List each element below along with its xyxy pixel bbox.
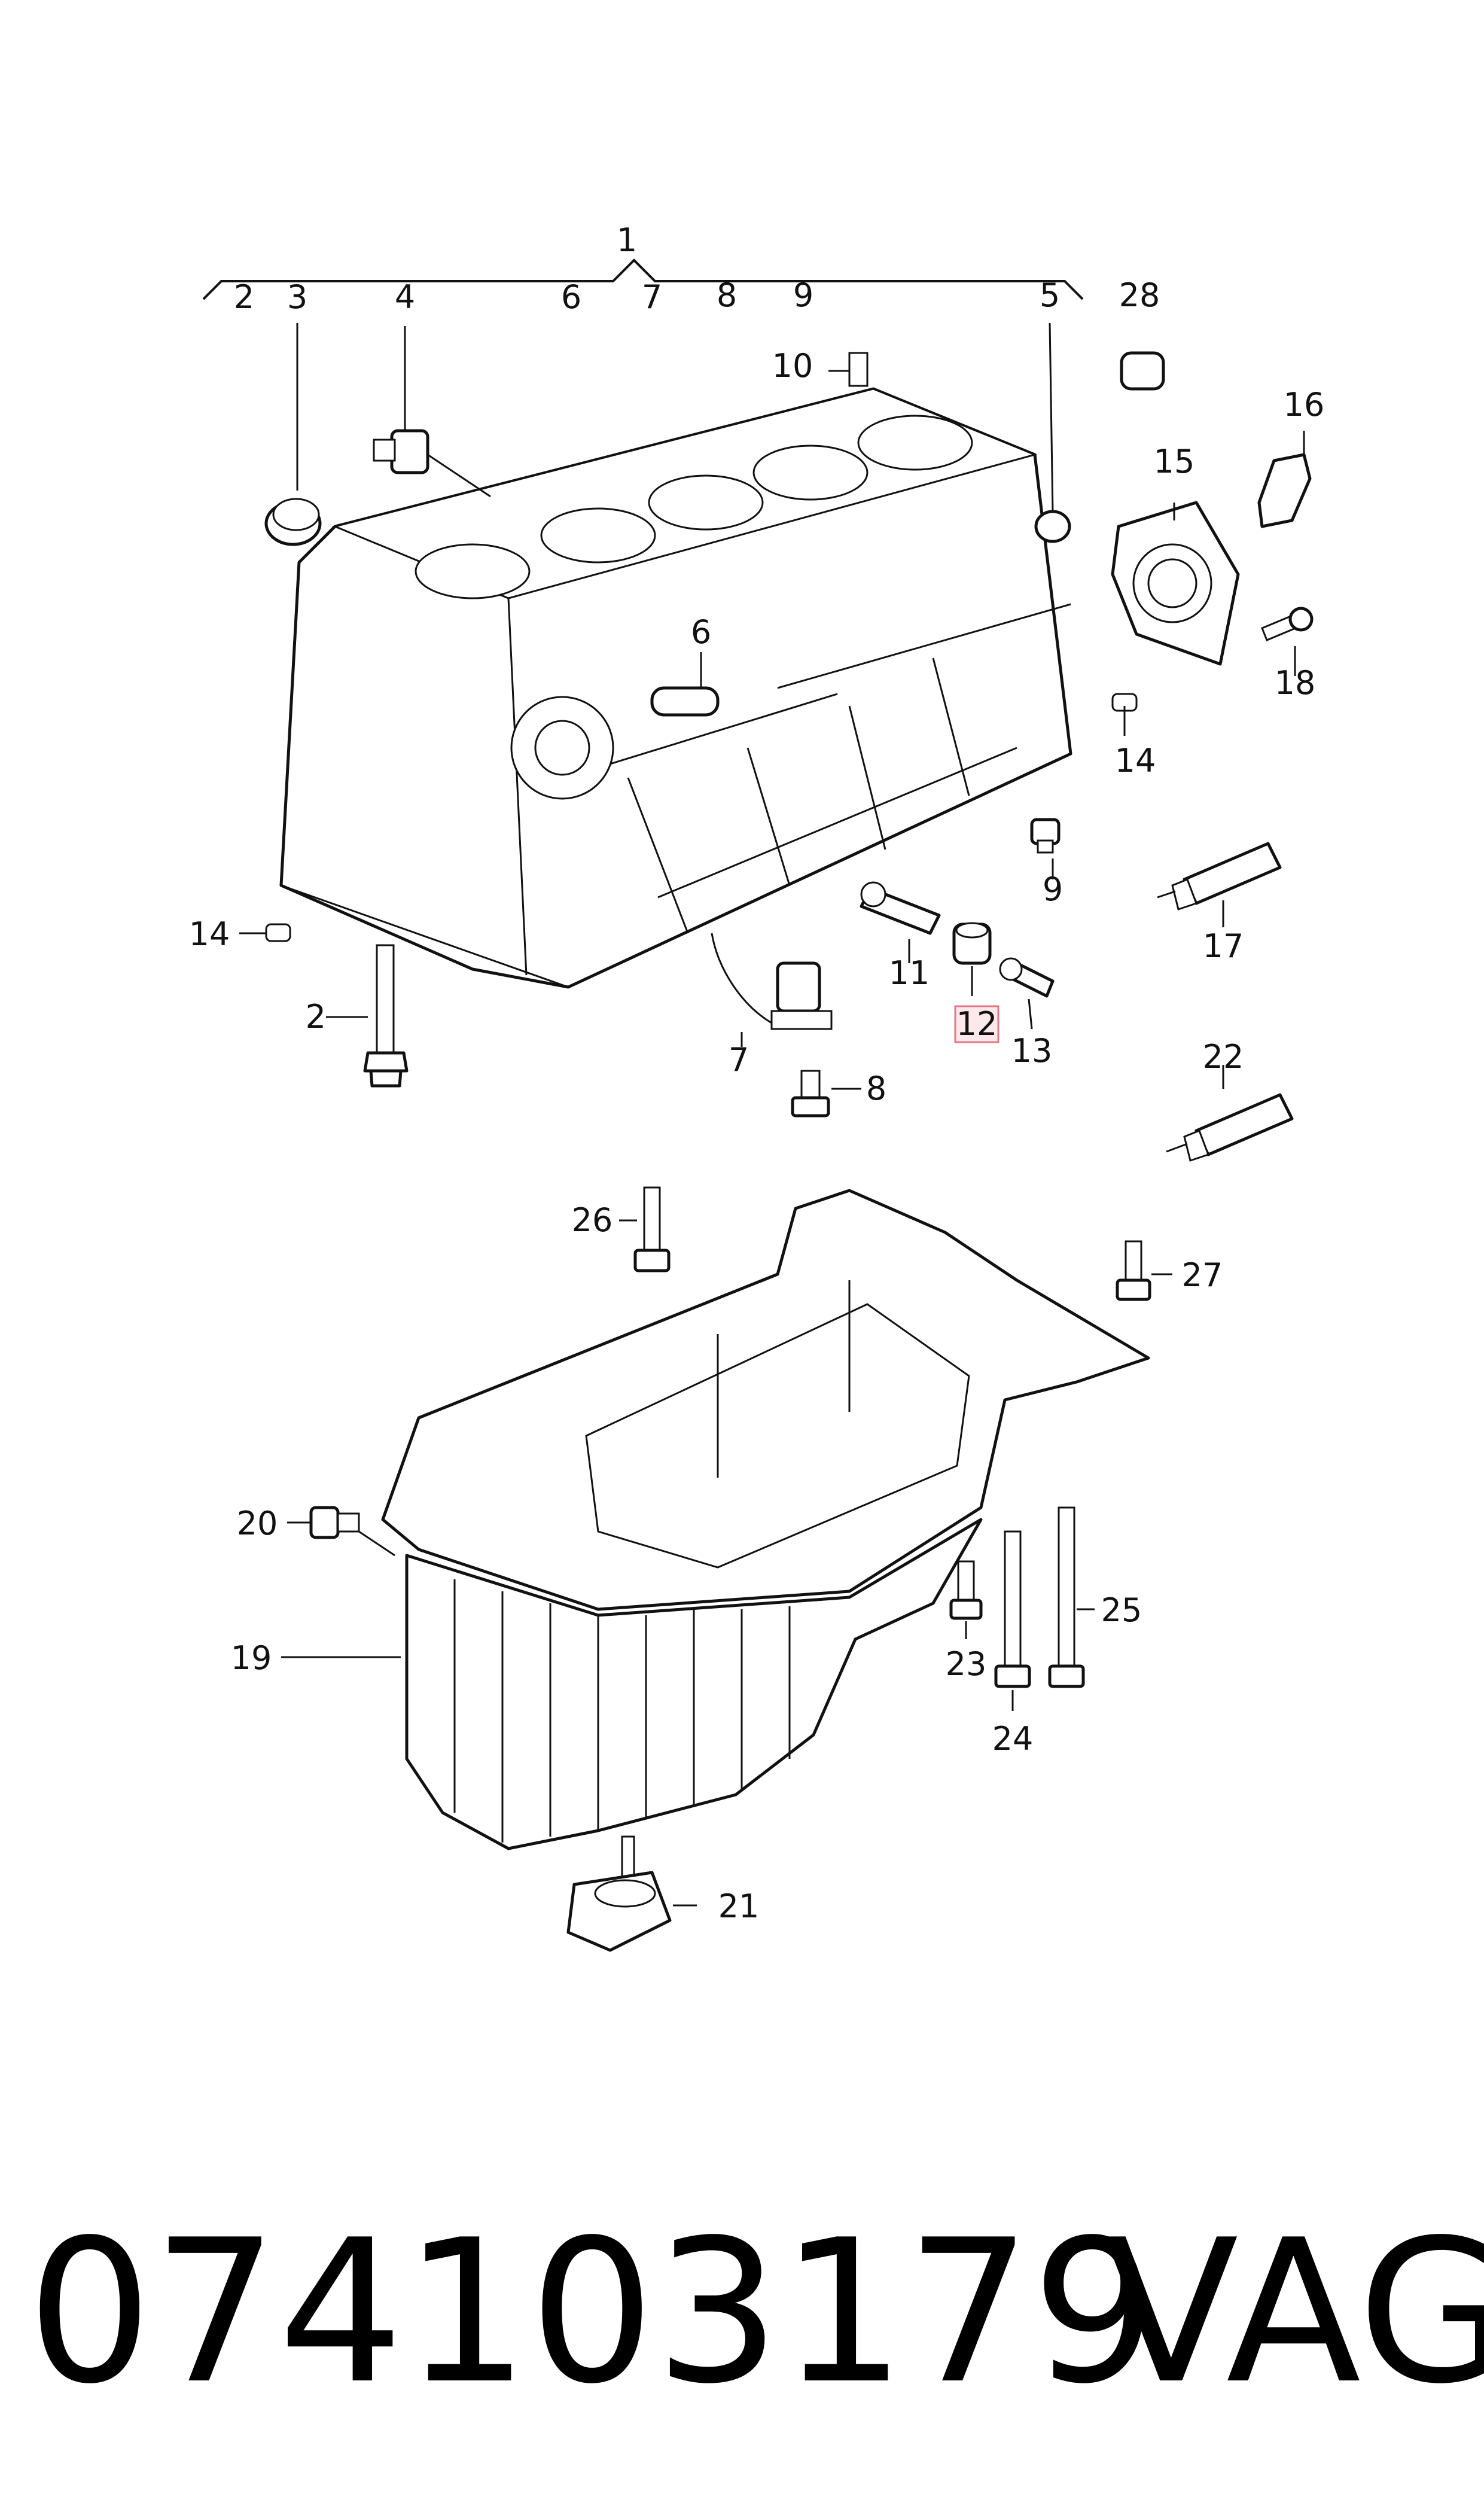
label-27[interactable]: 27 — [1182, 1256, 1223, 1294]
leader-lines — [239, 322, 1305, 1907]
part-10-plug[interactable] — [848, 352, 869, 387]
part-17-sealant-tube[interactable] — [1157, 842, 1282, 911]
part-6-pin[interactable] — [650, 686, 720, 717]
part-23-bolt[interactable] — [949, 1560, 983, 1620]
part-25-bolt[interactable] — [1048, 1506, 1085, 1688]
label-14-left[interactable]: 14 — [189, 915, 230, 953]
label-3[interactable]: 3 — [287, 278, 307, 316]
part-2-bolt[interactable] — [363, 944, 409, 1088]
part-18-bolt[interactable] — [1261, 607, 1314, 641]
part-26-bolt[interactable] — [633, 1186, 671, 1272]
label-5[interactable]: 5 — [1040, 276, 1060, 314]
part-3-plug[interactable] — [264, 498, 322, 546]
label-7[interactable]: 7 — [729, 1041, 749, 1079]
label-22[interactable]: 22 — [1203, 1038, 1244, 1076]
part-4-fitting[interactable] — [373, 429, 429, 474]
label-23[interactable]: 23 — [946, 1645, 987, 1683]
label-18[interactable]: 18 — [1275, 664, 1316, 702]
group-bracket-1 — [202, 258, 1084, 300]
label-26[interactable]: 26 — [572, 1201, 613, 1239]
label-13[interactable]: 13 — [1011, 1032, 1053, 1070]
part-21-oil-level-sensor[interactable] — [566, 1835, 672, 1952]
label-12[interactable]: 12 — [956, 1005, 998, 1043]
label-28[interactable]: 28 — [1119, 276, 1160, 314]
label-19[interactable]: 19 — [231, 1639, 272, 1677]
part-15-seal-flange[interactable] — [1111, 501, 1240, 666]
part-12-fitting-highlighted[interactable] — [952, 922, 992, 965]
part-16-bracket[interactable] — [1257, 453, 1312, 528]
label-24[interactable]: 24 — [992, 1720, 1034, 1758]
part-7-oil-jet[interactable] — [711, 933, 833, 1030]
label-25[interactable]: 25 — [1101, 1591, 1142, 1629]
part-11-sleeve[interactable] — [860, 881, 941, 935]
label-9[interactable]: 9 — [1043, 870, 1063, 908]
label-8-top[interactable]: 8 — [717, 276, 737, 314]
label-17[interactable]: 17 — [1203, 927, 1244, 965]
label-16[interactable]: 16 — [1284, 386, 1325, 424]
part-9-plug[interactable] — [1030, 818, 1061, 854]
label-6[interactable]: 6 — [691, 613, 711, 651]
part-22-sealant-tube[interactable] — [1166, 1093, 1294, 1162]
label-11[interactable]: 11 — [889, 954, 930, 992]
label-10[interactable]: 10 — [772, 347, 813, 385]
label-7-top[interactable]: 7 — [642, 278, 662, 316]
label-2-top[interactable]: 2 — [234, 278, 254, 316]
part-27-bolt[interactable] — [1116, 1240, 1151, 1301]
label-4[interactable]: 4 — [395, 278, 415, 316]
part-19-oil-pan[interactable] — [381, 1189, 1150, 1850]
label-20[interactable]: 20 — [237, 1505, 278, 1542]
label-6-top[interactable]: 6 — [561, 278, 581, 316]
part-28-plug[interactable] — [1120, 351, 1165, 391]
brand-name: VAG — [1104, 2197, 1484, 2427]
part-labels: 1 2 3 4 6 7 8 9 5 28 10 16 15 6 18 14 9 … — [189, 221, 1325, 1925]
label-21[interactable]: 21 — [718, 1887, 760, 1925]
part-12-highlight-box — [954, 1005, 1000, 1043]
label-2[interactable]: 2 — [306, 998, 326, 1036]
part-5-plug[interactable] — [1034, 510, 1071, 543]
part-20-drain-plug[interactable] — [309, 1506, 360, 1539]
part-number: 074103179 — [27, 2197, 1157, 2427]
part-8-bolt[interactable] — [791, 1070, 830, 1118]
part-14-dowel-left[interactable] — [265, 923, 291, 942]
part-24-bolt[interactable] — [994, 1530, 1031, 1688]
label-8[interactable]: 8 — [866, 1070, 886, 1107]
label-14-right[interactable]: 14 — [1115, 742, 1156, 780]
label-1[interactable]: 1 — [617, 221, 637, 259]
part-13-sensor[interactable] — [999, 957, 1055, 998]
label-9-top[interactable]: 9 — [793, 276, 813, 314]
label-15[interactable]: 15 — [1154, 443, 1195, 480]
